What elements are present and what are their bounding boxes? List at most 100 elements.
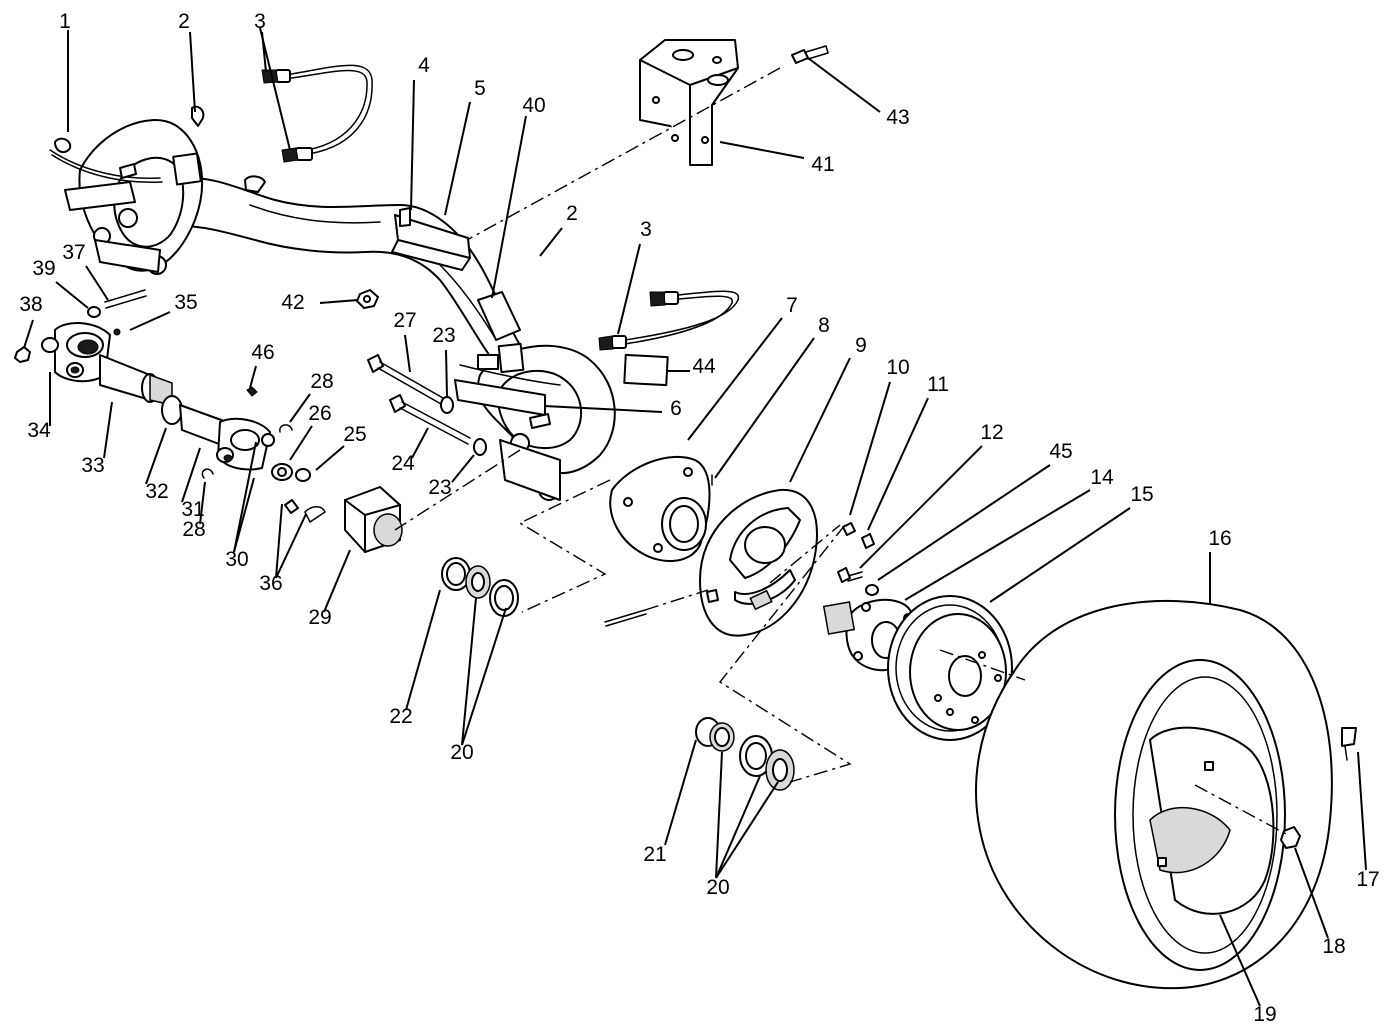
callout-number-39: 39: [32, 257, 55, 280]
callout-number-24: 24: [391, 452, 415, 475]
leader-line: [323, 549, 351, 613]
small-hardware: [113, 328, 326, 524]
wheel-hub: [822, 598, 917, 672]
leader-line: [989, 507, 1131, 603]
callout-number-33: 33: [81, 454, 104, 477]
leader-line: [444, 101, 471, 216]
callout-number-20: 20: [450, 741, 473, 764]
leader-line: [233, 441, 257, 553]
brake-line-upper: [261, 64, 373, 163]
brake-backing-plate: [604, 474, 818, 637]
leader-line: [491, 115, 527, 299]
axle-housing: [169, 177, 521, 371]
callout-number-38: 38: [19, 293, 42, 316]
leader-line: [461, 597, 477, 746]
leader-line: [404, 334, 411, 373]
mounting-bracket: [639, 39, 739, 166]
callout-number-32: 32: [145, 480, 168, 503]
leader-line: [275, 503, 283, 579]
leader-line: [261, 31, 267, 73]
leader-line: [55, 281, 89, 309]
callout-number-18: 18: [1322, 935, 1345, 958]
leader-line: [904, 489, 1091, 601]
callout-number-34: 34: [27, 419, 51, 442]
leader-line: [405, 589, 441, 711]
leader-line: [249, 365, 257, 389]
callout-number-42: 42: [281, 291, 304, 314]
callout-number-41: 41: [811, 153, 834, 176]
tire-and-rim: [975, 599, 1357, 990]
leader-line: [410, 79, 415, 211]
leader-line: [1357, 751, 1367, 871]
leader-line: [315, 445, 345, 471]
callout-number-30: 30: [225, 548, 248, 571]
callout-number-19: 19: [1253, 1003, 1276, 1026]
assembly-centerlines: [394, 67, 1289, 836]
leader-line: [259, 27, 291, 151]
callout-number-26: 26: [308, 402, 331, 425]
leader-line: [719, 141, 805, 159]
callout-number-36: 36: [259, 572, 282, 595]
callout-number-9: 9: [855, 334, 867, 357]
leader-line: [664, 739, 697, 846]
left-axle-flange: [49, 105, 266, 275]
leader-line: [715, 751, 723, 879]
callout-number-22: 22: [389, 705, 412, 728]
decal-44: [623, 353, 669, 387]
callout-number-4: 4: [418, 54, 430, 77]
leader-line: [715, 775, 761, 879]
leader-line: [103, 401, 113, 459]
leader-line: [539, 227, 563, 257]
leader-line: [714, 337, 815, 479]
hub-fasteners: [837, 522, 879, 596]
outer-bearings: [695, 717, 795, 791]
leader-line: [189, 31, 196, 113]
callout-number-40: 40: [522, 94, 545, 117]
callout-number-11: 11: [927, 373, 949, 396]
callout-number-21: 21: [643, 843, 666, 866]
callout-number-28: 28: [182, 518, 205, 541]
callout-number-3: 3: [640, 218, 652, 241]
brake-drum: [887, 595, 1013, 741]
callout-number-45: 45: [1049, 440, 1072, 463]
leader-line: [233, 477, 255, 553]
leader-line: [849, 381, 891, 516]
brake-line-lower: [598, 290, 740, 351]
nut-42: [356, 289, 379, 309]
leader-line: [289, 425, 313, 461]
leader-line: [181, 447, 201, 503]
leader-line: [451, 454, 475, 483]
leader-line: [129, 311, 171, 331]
callout-number-2: 2: [566, 202, 578, 225]
callout-number-27: 27: [393, 309, 416, 332]
leader-line: [715, 781, 779, 879]
callout-number-8: 8: [818, 314, 830, 337]
callout-number-23: 23: [428, 476, 451, 499]
leader-line: [461, 607, 507, 746]
spline-coupler: [344, 486, 403, 553]
callout-number-5: 5: [474, 77, 486, 100]
callout-number-43: 43: [886, 106, 909, 129]
leader-line: [859, 445, 983, 569]
leader-line: [23, 319, 34, 349]
callout-number-23: 23: [432, 324, 455, 347]
leader-line: [877, 464, 1051, 581]
leader-line: [543, 405, 663, 413]
callout-number-44: 44: [692, 355, 716, 378]
leader-line: [1219, 914, 1261, 1007]
bracket-clip: [391, 207, 471, 271]
callout-number-37: 37: [62, 241, 85, 264]
leader-line: [867, 397, 929, 531]
drive-shaft: [41, 322, 275, 471]
leader-line: [275, 513, 307, 579]
callout-number-15: 15: [1130, 483, 1153, 506]
callout-number-14: 14: [1090, 466, 1114, 489]
leader-line: [687, 317, 783, 441]
callout-number-20: 20: [706, 876, 729, 899]
long-bolts: [367, 354, 487, 456]
spindle-housing: [609, 455, 711, 563]
callout-number-29: 29: [308, 606, 331, 629]
leader-line: [789, 357, 851, 483]
